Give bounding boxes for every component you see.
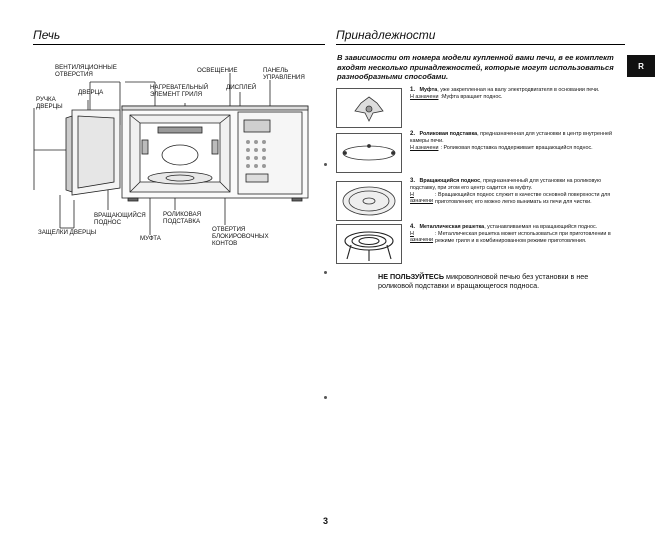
label-control-panel: ПАНЕЛЬ УПРАВЛЕНИЯ [263, 67, 305, 81]
warning-text: микроволновой печью без установки в нее … [378, 272, 589, 290]
item-number: 3. [410, 178, 416, 184]
section-title-oven: Печь [33, 28, 325, 45]
label-door-handle: РУЧКА ДВЕРЦЫ [36, 96, 63, 110]
accessory-item-3: 3. Вращающийся поднос, предназначенный д… [410, 178, 622, 206]
label-vents: ВЕНТИЛЯЦИОННЫЕ ОТВЕРСТИЯ [55, 64, 117, 78]
item-name: Металлическая решетка [419, 224, 485, 230]
binding-dot [324, 271, 327, 274]
accessory-item-2: 2. Роликовая подставка, предназначенная … [410, 131, 622, 152]
item-number: 1. [410, 87, 416, 93]
label-roller-ring: РОЛИКОВАЯ ПОДСТАВКА [163, 211, 202, 225]
page-number: 3 [323, 516, 329, 526]
binding-dot [324, 163, 327, 166]
note-key: Н азначени [410, 94, 439, 100]
label-interlock-holes: ОТВЕРТИЯ БЛОКИРОВОЧНЫХ КОНТОВ [212, 226, 269, 247]
label-lighting: ОСВЕЩЕНИЕ [197, 67, 238, 74]
item-desc: , предназначенная для установки в центр … [410, 131, 612, 144]
section-title-accessories: Принадлежности [336, 28, 625, 45]
item-name: Роликовая подставка [419, 131, 478, 137]
accessories-intro: В зависимости от номера модели купленной… [337, 53, 614, 81]
warning-bold: НЕ ПОЛЬЗУЙТЕСЬ [378, 272, 444, 281]
note-key: Н азначени [410, 231, 434, 243]
note-key: Н азначени [410, 192, 434, 204]
label-door: ДВЕРЦА [78, 89, 104, 96]
turntable-image [336, 181, 402, 221]
roller-ring-image [336, 133, 402, 173]
label-display: ДИСПЛЕЙ [226, 84, 257, 91]
coupler-image [336, 88, 402, 128]
label-turntable: ВРАЩАЮЩИЙСЯ ПОДНОС [94, 212, 146, 226]
item-number: 2. [410, 131, 416, 137]
item-desc: , устанавливаемая на вращающийся поднос. [484, 224, 598, 230]
metal-rack-image [336, 224, 402, 264]
item-name: Муфта [419, 87, 438, 93]
label-door-latches: ЗАЩЕЛКИ ДВЕРЦЫ [38, 229, 97, 236]
accessory-item-1: 1. Муфта, уже закрепленная на валу элект… [410, 87, 622, 101]
item-desc: , уже закрепленная на валу электродвигат… [437, 87, 600, 93]
note-text: : Металлическая решетка может использова… [435, 231, 611, 244]
item-name: Вращающийся поднос [419, 178, 481, 184]
language-tab: R [627, 55, 655, 77]
note-text: :Муфта вращает поднос. [440, 94, 503, 100]
item-number: 4. [410, 224, 416, 230]
usage-warning: НЕ ПОЛЬЗУЙТЕСЬ микроволновой печью без у… [378, 272, 618, 290]
item-desc: , предназначенный для установки на ролик… [410, 178, 601, 191]
accessory-item-4: 4. Металлическая решетка, устанавливаема… [410, 224, 622, 245]
note-text: : Вращающийся поднос служит в качестве о… [435, 192, 611, 205]
note-text: : Роликовая подставка поддерживает враща… [440, 145, 593, 151]
label-coupler: МУФТА [140, 235, 161, 242]
label-grill-heater: НАГРЕВАТЕЛЬНЫЙ ЭЛЕМЕНТ ГРИЛЯ [150, 84, 209, 98]
binding-dot [324, 396, 327, 399]
microwave-oven-illustration [33, 73, 309, 235]
note-key: Н азначени [410, 145, 439, 151]
